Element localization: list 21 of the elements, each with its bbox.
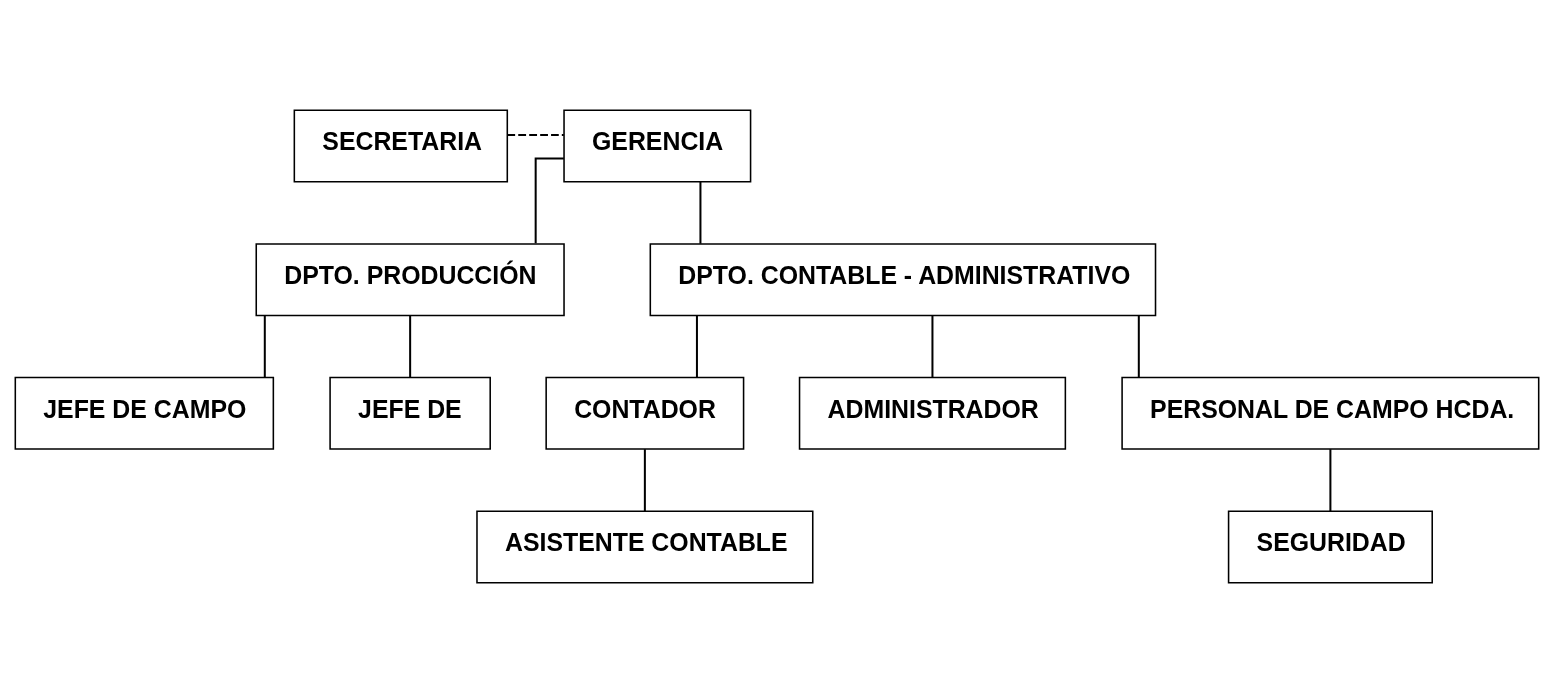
- node-box: JEFE DE: [329, 376, 491, 450]
- node-box: ASISTENTE CONTABLE: [476, 510, 814, 584]
- connector: [263, 315, 266, 377]
- node-box: DPTO. PRODUCCIÓN: [255, 242, 565, 316]
- connector: [695, 315, 698, 377]
- connector: [643, 448, 646, 511]
- connector: [409, 315, 412, 377]
- connector: [699, 181, 702, 244]
- node-box: SEGURIDAD: [1227, 510, 1433, 584]
- node-box: PERSONAL DE CAMPO HCDA.: [1121, 376, 1540, 450]
- connector: [534, 156, 564, 243]
- connector: [507, 133, 564, 136]
- node-box: JEFE DE CAMPO: [14, 376, 275, 450]
- node-box: GERENCIA: [563, 108, 752, 182]
- connector: [1329, 448, 1332, 511]
- connector: [931, 315, 934, 377]
- node-box: ADMINISTRADOR: [798, 376, 1067, 450]
- connector: [1137, 315, 1140, 377]
- node-box: SECRETARIA: [293, 108, 509, 182]
- node-box: DPTO. CONTABLE - ADMINISTRATIVO: [649, 242, 1157, 316]
- node-box: CONTADOR: [545, 376, 745, 450]
